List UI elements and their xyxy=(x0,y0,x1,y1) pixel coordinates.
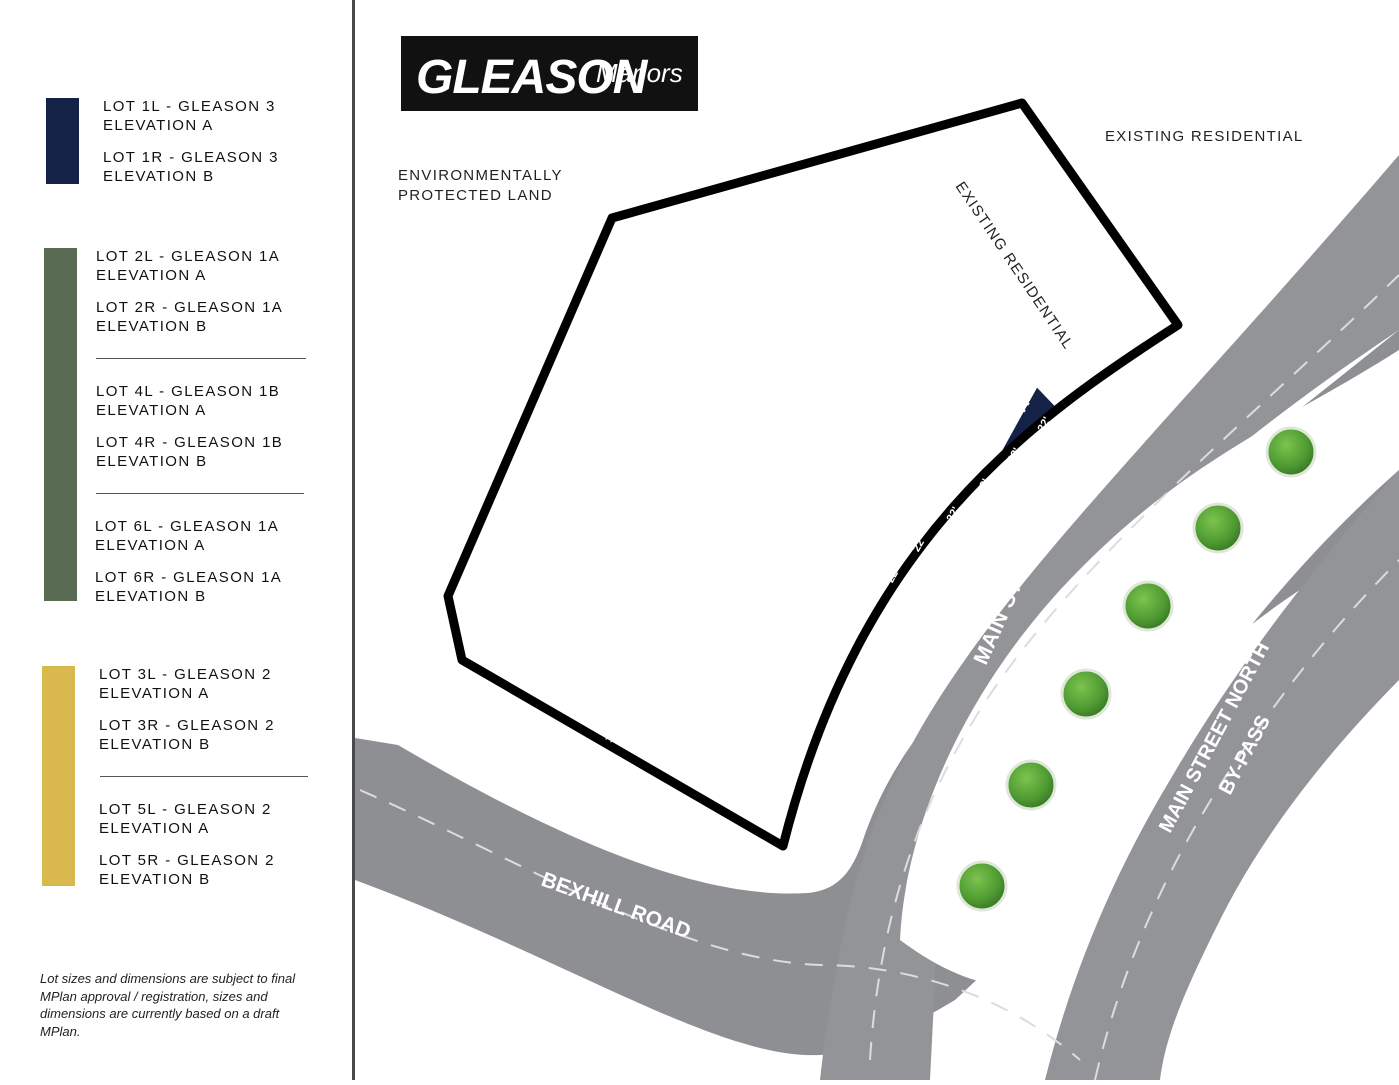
legend-entry-line1: LOT 4L - GLEASON 1B xyxy=(96,383,281,400)
roads xyxy=(355,155,1399,1081)
gleason-manors-logo: GLEASON Manors xyxy=(401,36,698,111)
panel-divider xyxy=(352,0,355,1080)
tree-icon xyxy=(1122,580,1174,632)
legend-entry-line1: LOT 5R - GLEASON 2 xyxy=(99,852,275,869)
legend-entry: LOT 3L - GLEASON 2 ELEVATION A xyxy=(99,665,272,703)
existing-residential-parcel xyxy=(800,103,1178,420)
legend-entry-line2: ELEVATION A xyxy=(99,820,210,837)
legend-entry-line1: LOT 1R - GLEASON 3 xyxy=(103,149,279,166)
legend-entry-line2: ELEVATION B xyxy=(96,318,208,335)
legend-entry: LOT 4R - GLEASON 1B ELEVATION B xyxy=(96,433,283,471)
median xyxy=(900,350,1399,986)
env-land-label: PROTECTED LAND xyxy=(398,187,553,204)
legend-entry-line2: ELEVATION B xyxy=(103,168,215,185)
tree-icon xyxy=(1192,502,1244,554)
legend-entry: LOT 5R - GLEASON 2 ELEVATION B xyxy=(99,851,275,889)
legend-panel: LOT 1L - GLEASON 3 ELEVATION A LOT 1R - … xyxy=(0,0,352,1080)
tree-icon xyxy=(956,860,1008,912)
legend-entry: LOT 5L - GLEASON 2 ELEVATION A xyxy=(99,800,272,838)
legend-entry-line2: ELEVATION B xyxy=(99,736,211,753)
legend-entry-line2: ELEVATION A xyxy=(96,402,207,419)
legend-entry: LOT 2L - GLEASON 1A ELEVATION A xyxy=(96,247,280,285)
logo-main-text: GLEASON xyxy=(416,51,649,104)
legend-entry: LOT 6L - GLEASON 1A ELEVATION A xyxy=(95,517,279,555)
legend-entry-line1: LOT 6R - GLEASON 1A xyxy=(95,569,283,586)
logo-script-text: Manors xyxy=(596,58,683,88)
legend-divider xyxy=(96,358,306,359)
legend-entry-line1: LOT 2L - GLEASON 1A xyxy=(96,248,281,265)
legend-swatch-navy xyxy=(46,98,79,184)
legend-entry: LOT 2R - GLEASON 1A ELEVATION B xyxy=(96,298,283,336)
legend-entry-line1: LOT 4R - GLEASON 1B xyxy=(96,434,284,451)
legend-entry: LOT 6R - GLEASON 1A ELEVATION B xyxy=(95,568,282,606)
legend-entry-line2: ELEVATION B xyxy=(99,871,211,888)
legend-divider xyxy=(100,776,308,777)
legend-entry-line2: ELEVATION A xyxy=(103,117,214,134)
disclaimer-note: Lot sizes and dimensions are subject to … xyxy=(40,971,296,1039)
legend-entry-line2: ELEVATION B xyxy=(95,588,207,605)
legend-entry: LOT 4L - GLEASON 1B ELEVATION A xyxy=(96,382,280,420)
legend-swatch-gold xyxy=(42,666,75,886)
bexhill-road xyxy=(355,330,1399,1056)
tree-icon xyxy=(1265,426,1317,478)
trees xyxy=(956,426,1317,912)
legend-entry-line2: ELEVATION B xyxy=(96,453,208,470)
existing-residential-label: EXISTING RESIDENTIAL xyxy=(1105,128,1304,145)
legend-entry-line2: ELEVATION A xyxy=(99,685,210,702)
legend-entry-line1: LOT 5L - GLEASON 2 xyxy=(99,801,272,818)
site-boundary xyxy=(443,98,1183,851)
legend-entry-line1: LOT 2R - GLEASON 1A xyxy=(96,299,284,316)
legend-entry-line1: LOT 3L - GLEASON 2 xyxy=(99,666,272,683)
legend-swatch-green xyxy=(44,248,77,601)
legend-entry-line1: LOT 1L - GLEASON 3 xyxy=(103,98,276,115)
legend-entry: LOT 3R - GLEASON 2 ELEVATION B xyxy=(99,716,275,754)
legend-entry-line1: LOT 3R - GLEASON 2 xyxy=(99,717,275,734)
legend-entry: LOT 1R - GLEASON 3 ELEVATION B xyxy=(103,148,279,186)
legend-entry: LOT 1L - GLEASON 3 ELEVATION A xyxy=(103,97,276,135)
legend-entry-line2: ELEVATION A xyxy=(95,537,206,554)
tree-icon xyxy=(1060,668,1112,720)
bypass-road xyxy=(1045,470,1399,1080)
env-land-label: ENVIRONMENTALLY xyxy=(398,167,563,184)
legend-entry-line1: LOT 6L - GLEASON 1A xyxy=(95,518,280,535)
tree-icon xyxy=(1005,759,1057,811)
legend-entry-line2: ELEVATION A xyxy=(96,267,207,284)
main-street-north-road xyxy=(820,155,1399,1080)
legend-divider xyxy=(96,493,304,494)
